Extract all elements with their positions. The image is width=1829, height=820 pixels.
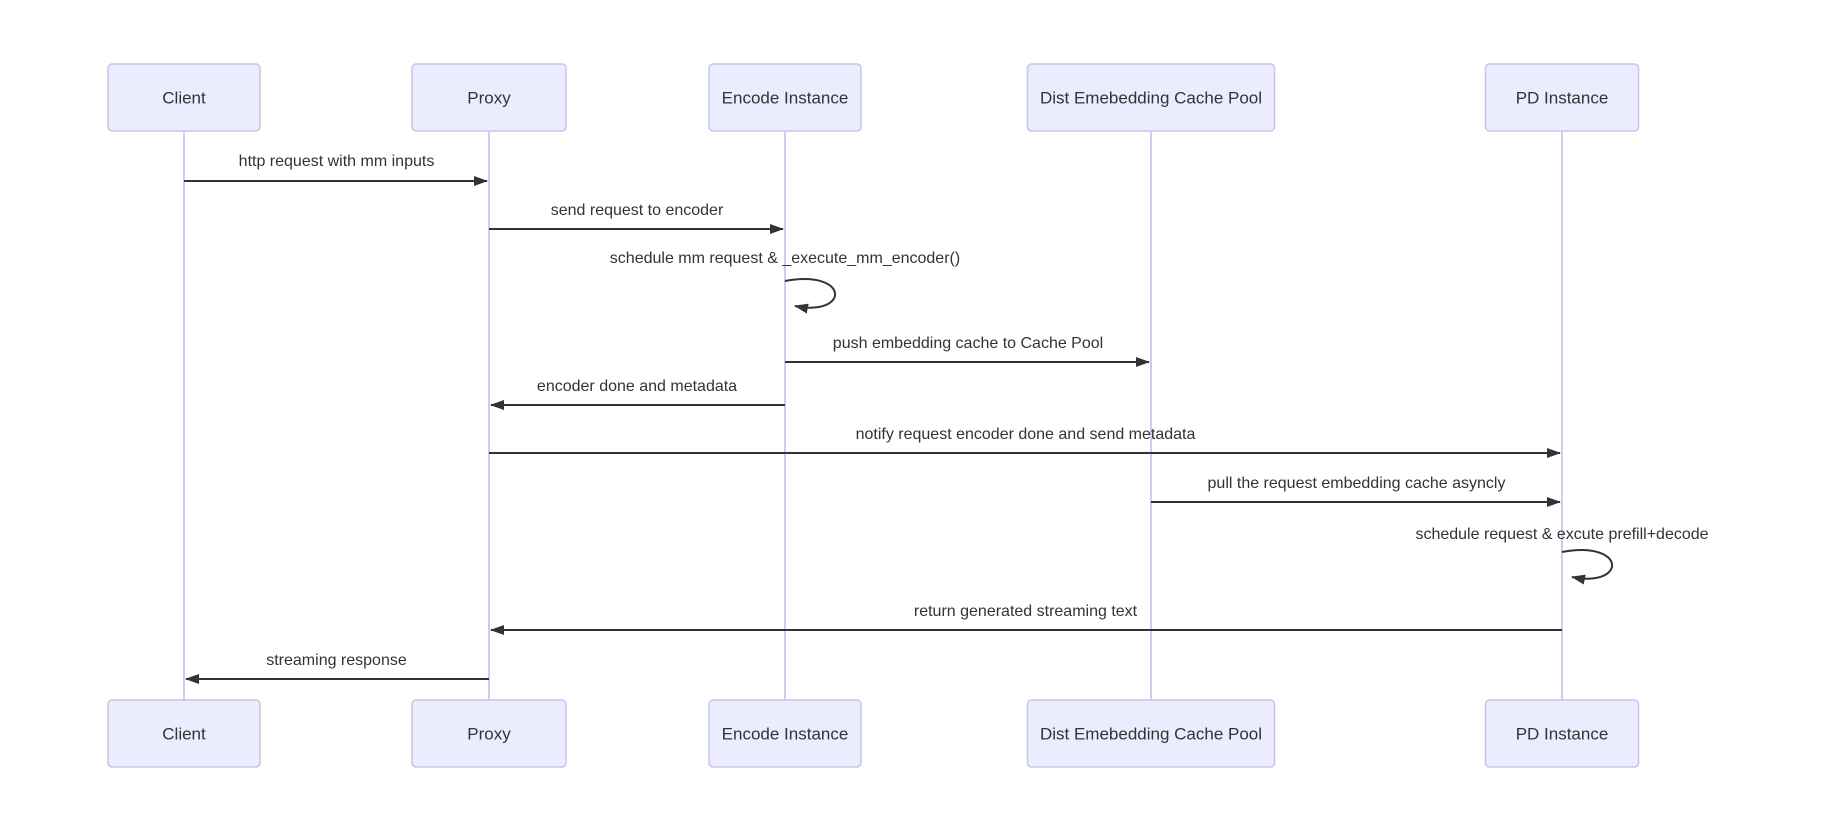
actor-label: Proxy <box>467 89 511 108</box>
actor-box <box>1026 63 1276 132</box>
actor-label: Client <box>162 89 206 108</box>
actor-label: Dist Emebedding Cache Pool <box>1040 725 1262 744</box>
actor-label: Proxy <box>467 725 511 744</box>
actor-label: Client <box>162 725 206 744</box>
actor-box <box>411 63 567 132</box>
actor-top-proxy: Proxy <box>411 63 567 132</box>
self-message-arrow <box>1561 549 1613 585</box>
self-message-label: schedule mm request & _execute_mm_encode… <box>610 250 960 267</box>
message-label: encoder done and metadata <box>537 378 737 395</box>
message-label: push embedding cache to Cache Pool <box>833 335 1103 352</box>
actor-top-cachepool: Dist Emebedding Cache Pool <box>1026 63 1276 132</box>
message-label: streaming response <box>266 652 407 669</box>
actor-bottom-proxy: Proxy <box>411 699 567 768</box>
actor-bottom-pd: PD Instance <box>1484 699 1640 768</box>
actor-top-pd: PD Instance <box>1484 63 1640 132</box>
message-label: send request to encoder <box>551 202 724 219</box>
actor-box <box>1484 699 1640 768</box>
actor-box <box>411 699 567 768</box>
actor-box <box>708 699 862 768</box>
actor-bottom-cachepool: Dist Emebedding Cache Pool <box>1026 699 1276 768</box>
actor-label: PD Instance <box>1516 89 1609 108</box>
actor-top-client: Client <box>107 63 261 132</box>
message-label: pull the request embedding cache asyncly <box>1208 475 1506 492</box>
actor-label: PD Instance <box>1516 725 1609 744</box>
actor-label: Encode Instance <box>722 725 849 744</box>
actor-box <box>708 63 862 132</box>
actor-box <box>1484 63 1640 132</box>
actor-bottom-encode: Encode Instance <box>708 699 862 768</box>
self-message-label: schedule request & excute prefill+decode <box>1415 526 1708 543</box>
message-label: return generated streaming text <box>914 603 1138 620</box>
actor-label: Encode Instance <box>722 89 849 108</box>
actor-label: Dist Emebedding Cache Pool <box>1040 89 1262 108</box>
actor-bottom-client: Client <box>107 699 261 768</box>
actor-box <box>107 699 261 768</box>
actor-top-encode: Encode Instance <box>708 63 862 132</box>
actor-box <box>107 63 261 132</box>
actor-box <box>1026 699 1276 768</box>
self-message-arrow <box>784 278 836 314</box>
message-label: http request with mm inputs <box>239 153 435 170</box>
message-label: notify request encoder done and send met… <box>856 426 1196 443</box>
